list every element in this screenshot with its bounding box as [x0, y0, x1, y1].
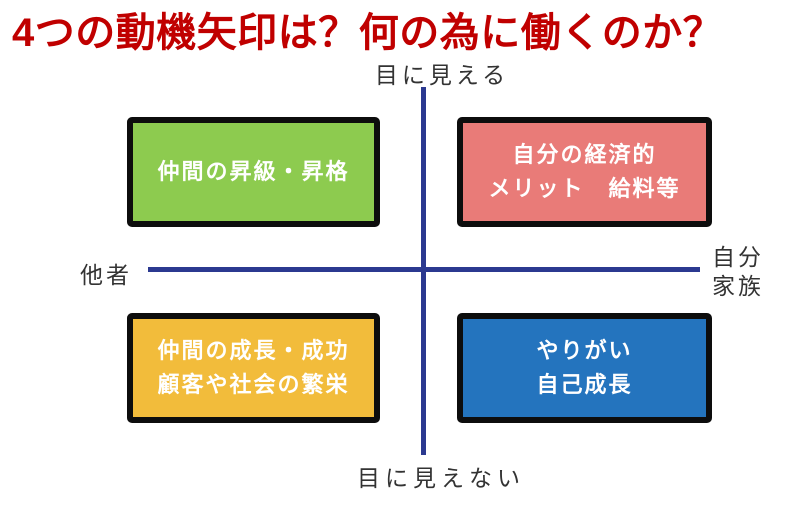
quadrant-text-line: 顧客や社会の繁栄 — [157, 372, 350, 397]
axis-label-right-line2: 家族 — [712, 273, 764, 299]
quadrant-text-line: 仲間の成長・成功 — [157, 338, 350, 363]
quadrant-box-top-right: 自分の経済的 メリット 給料等 — [457, 117, 712, 227]
quadrant-text-line: メリット 給料等 — [488, 176, 681, 201]
axis-label-bottom: 目に見えない — [357, 465, 525, 491]
axis-label-right: 自分 家族 — [712, 243, 764, 301]
axis-label-top: 目に見える — [374, 62, 510, 88]
quadrant-text-line: やりがい — [536, 338, 633, 363]
quadrant-box-bottom-right: やりがい 自己成長 — [457, 313, 712, 423]
axis-label-right-line1: 自分 — [712, 244, 764, 270]
quadrant-box-top-left: 仲間の昇級・昇格 — [127, 117, 380, 227]
quadrant-box-bottom-left: 仲間の成長・成功 顧客や社会の繁栄 — [127, 313, 380, 423]
horizontal-axis-line — [148, 267, 700, 272]
quadrant-text-line: 仲間の昇級・昇格 — [157, 159, 350, 184]
page-title: 4つの動機矢印は？何の為に働くのか？ — [12, 11, 724, 55]
quadrant-text-line: 自分の経済的 — [512, 142, 657, 167]
axis-label-left: 他者 — [80, 262, 132, 288]
quadrant-text-line: 自己成長 — [536, 372, 633, 397]
